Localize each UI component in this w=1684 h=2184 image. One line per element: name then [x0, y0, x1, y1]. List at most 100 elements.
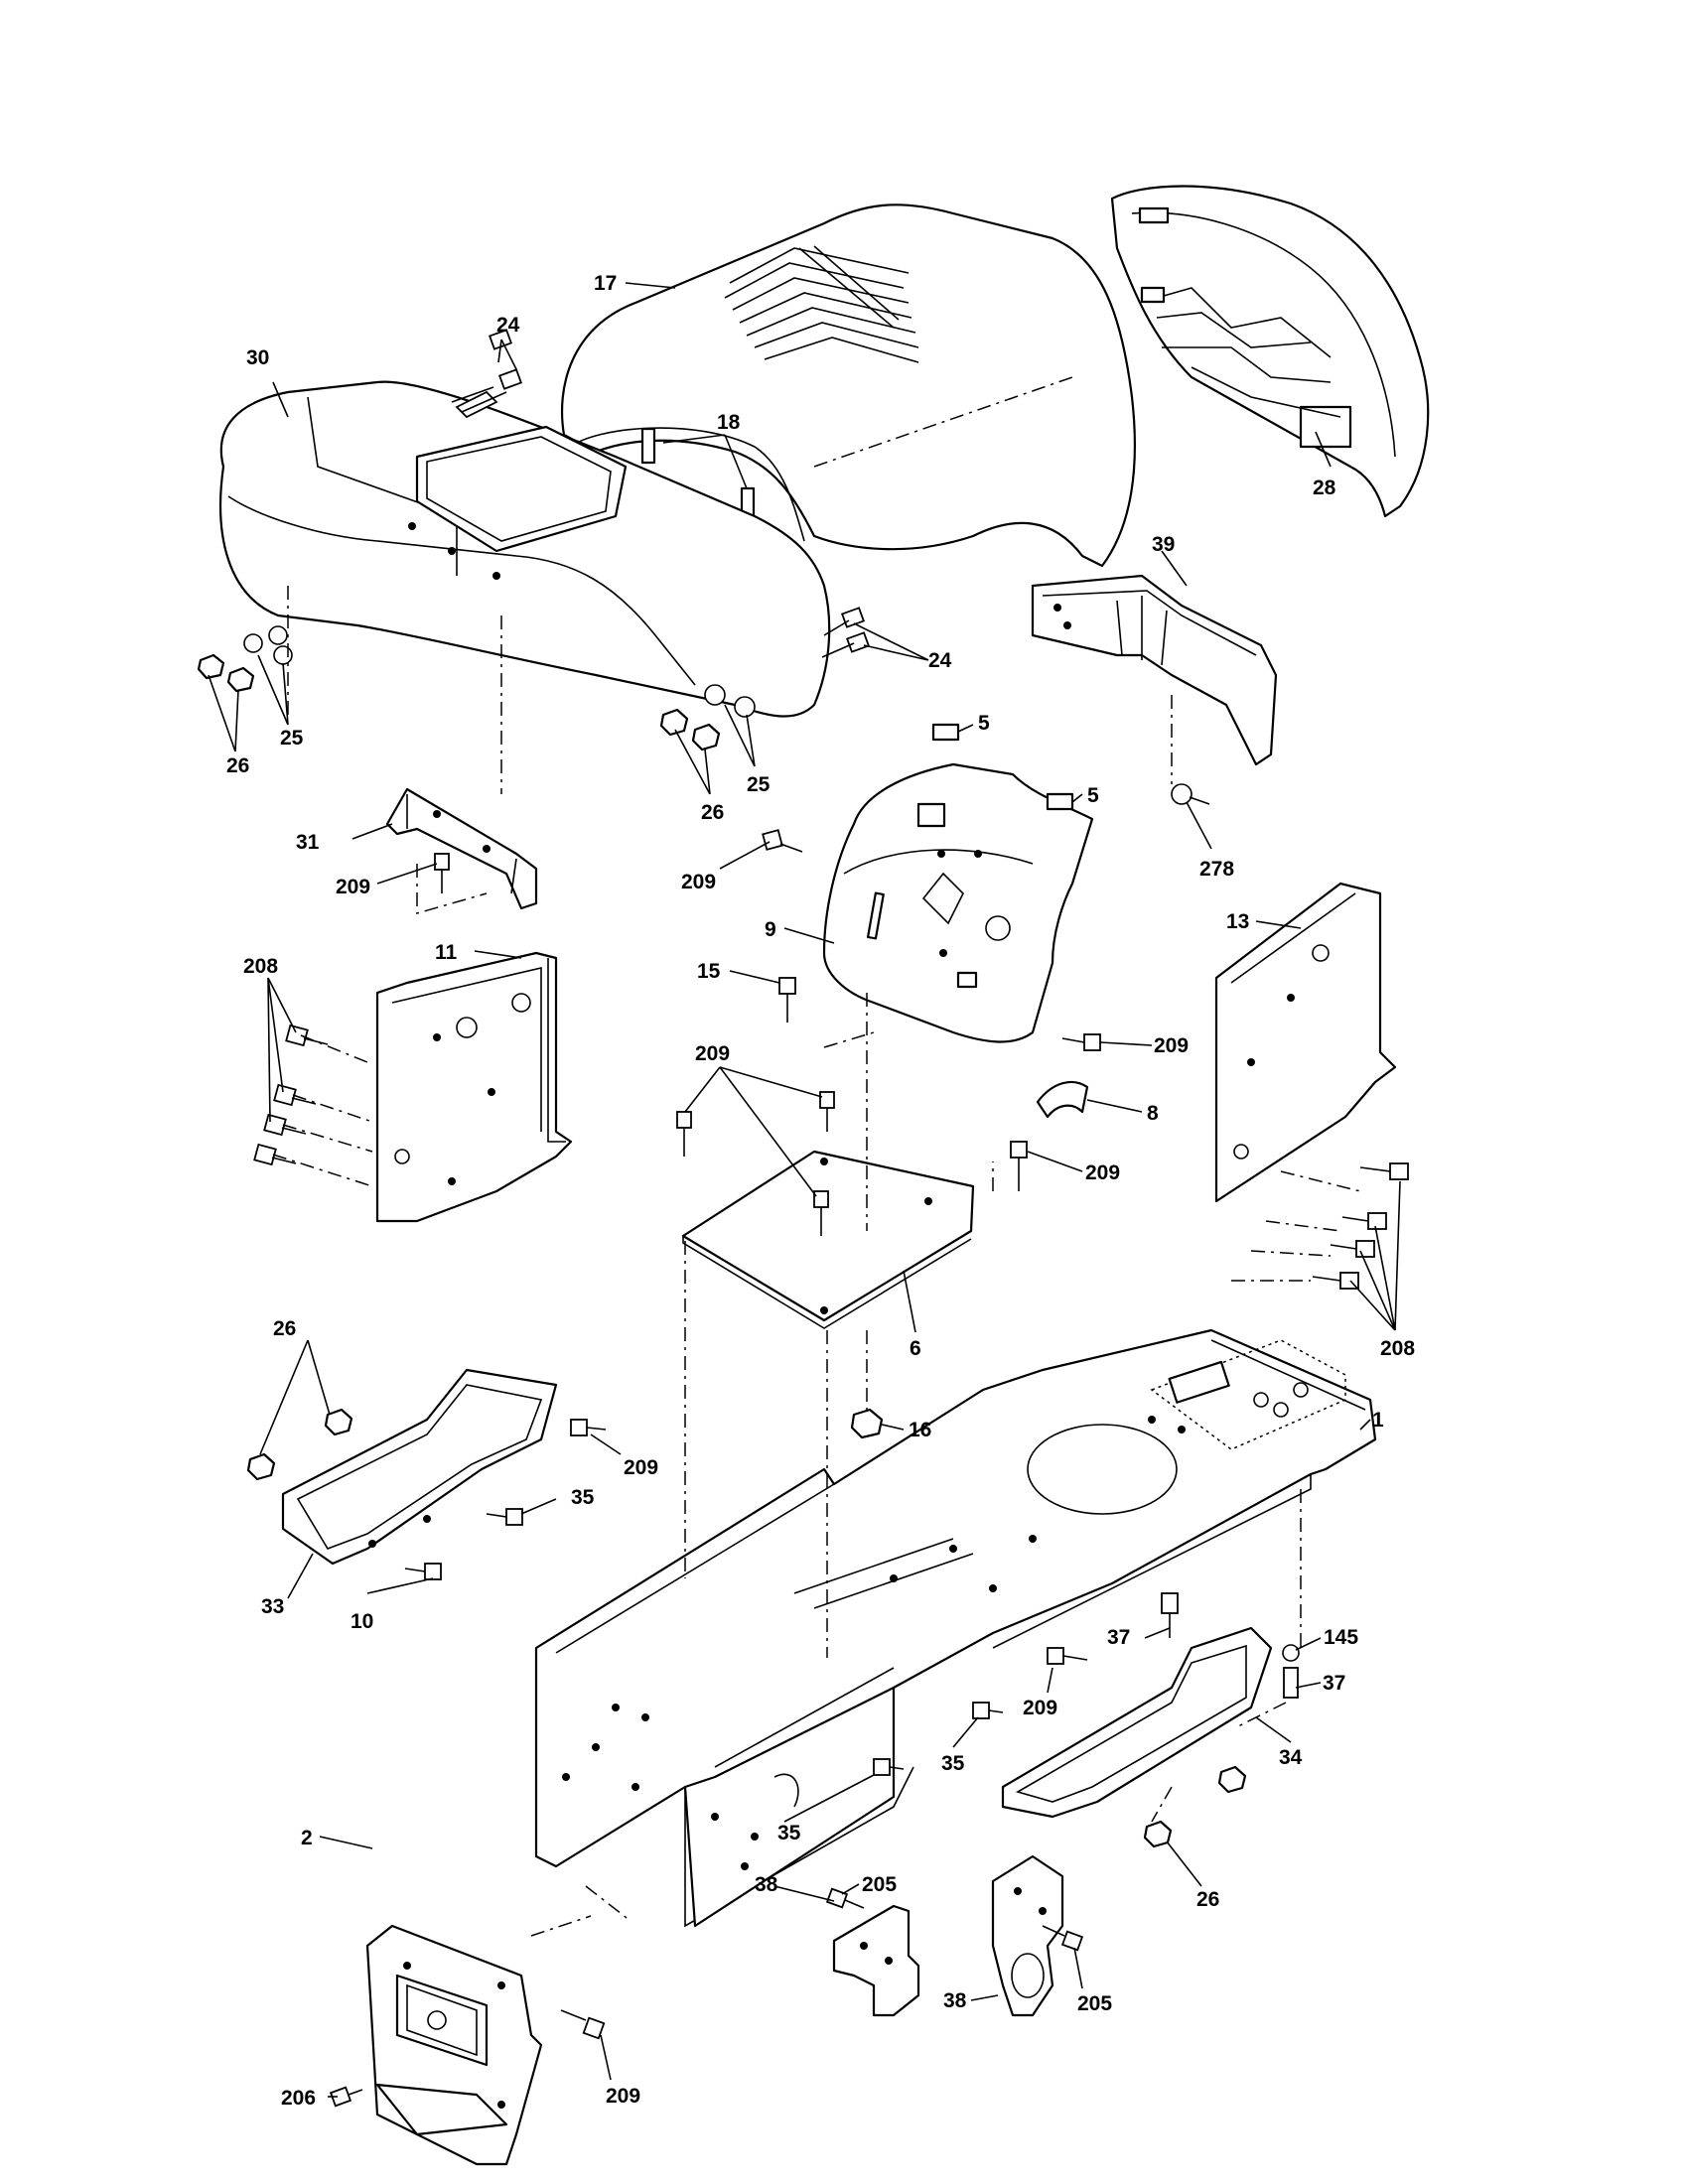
- bolt-part-35-c: [873, 1758, 905, 1776]
- bolt-part-209-b: [762, 829, 803, 853]
- callout-9: 9: [765, 918, 776, 941]
- bolt-part-209-a: [434, 853, 450, 893]
- bolt-part-209-f: [570, 1419, 607, 1436]
- callout-33: 33: [261, 1595, 284, 1618]
- callout-25-left: 25: [280, 727, 304, 750]
- bolt-part-208-left: [253, 1024, 329, 1166]
- callout-145: 145: [1324, 1626, 1358, 1649]
- callout-labels: 17 24 30 18 28 39 24 25 26 5 5 25 26 278…: [226, 272, 1415, 2110]
- callout-35-mid: 35: [941, 1752, 965, 1775]
- bolt-part-15: [778, 977, 796, 1023]
- callout-24-lower: 24: [928, 649, 952, 672]
- footrest-part-33: [281, 1368, 558, 1566]
- callout-15: 15: [697, 960, 721, 983]
- clip-part-8: [1036, 1080, 1089, 1119]
- callout-208-left: 208: [243, 955, 278, 978]
- callout-17: 17: [594, 272, 617, 295]
- callout-208-right: 208: [1380, 1337, 1415, 1360]
- front-bracket-part-2: [365, 1924, 543, 2166]
- frame-part-1: [534, 1328, 1377, 1928]
- callout-24-upper: 24: [496, 314, 520, 337]
- hood-part-17: [560, 204, 1136, 568]
- bolt-part-206: [329, 2086, 363, 2108]
- callout-28: 28: [1313, 477, 1336, 499]
- callout-209-by-2: 209: [606, 2085, 640, 2108]
- plate-part-6: [681, 1150, 975, 1329]
- callout-5-lower: 5: [1087, 784, 1099, 807]
- footrest-part-34: [1001, 1626, 1273, 1819]
- bracket-part-39: [1031, 574, 1278, 766]
- callout-2: 2: [301, 1827, 313, 1849]
- callout-209-right-of-9: 209: [1154, 1034, 1189, 1057]
- bolt-part-208-right: [1312, 1162, 1409, 1290]
- callout-11: 11: [435, 941, 458, 964]
- callout-26-by-33: 26: [273, 1317, 296, 1340]
- callout-26-left: 26: [226, 754, 249, 777]
- bolt-part-10: [404, 1563, 442, 1580]
- callout-209-by-31: 209: [336, 876, 370, 898]
- callout-209-by-9: 209: [681, 871, 716, 893]
- nut-part-16: [850, 1408, 884, 1439]
- callout-205-lower: 205: [1077, 1992, 1112, 2015]
- callout-6: 6: [910, 1337, 921, 1360]
- callout-38-right: 38: [943, 1989, 967, 2012]
- bolt-part-209-h: [560, 2009, 606, 2040]
- bolt-part-205-b: [1042, 1925, 1084, 1952]
- callout-209-by-33: 209: [624, 1456, 658, 1479]
- callout-26-right: 26: [701, 801, 724, 824]
- bolt-part-24-upper: [451, 329, 523, 419]
- washer-part-145: [1282, 1644, 1300, 1662]
- callout-39: 39: [1152, 533, 1175, 556]
- bolt-part-209-d: [1010, 1141, 1028, 1191]
- shield-part-9: [822, 762, 1094, 1043]
- callout-209-above-6: 209: [695, 1042, 730, 1065]
- support-bracket-part-31: [385, 787, 538, 910]
- bolt-part-37-b: [1283, 1667, 1299, 1699]
- callout-25-right: 25: [747, 773, 771, 796]
- callout-18: 18: [717, 411, 741, 434]
- callout-37-upper: 37: [1107, 1626, 1130, 1649]
- bolt-part-37-a: [1161, 1592, 1179, 1638]
- callout-1: 1: [1372, 1409, 1384, 1432]
- bolt-part-24-lower: [821, 607, 871, 658]
- callout-37-lower: 37: [1323, 1672, 1345, 1695]
- nut-part-26-left: [246, 1408, 353, 1481]
- callout-34: 34: [1279, 1746, 1303, 1769]
- washer-nut-parts-left: [197, 625, 293, 693]
- side-panel-part-11: [375, 951, 573, 1223]
- callout-16: 16: [909, 1419, 931, 1441]
- callout-26-by-34: 26: [1196, 1888, 1219, 1911]
- callout-209-by-8: 209: [1085, 1161, 1120, 1184]
- grille-part-28: [1110, 185, 1430, 518]
- axle-bracket-part-38-left: [832, 1904, 920, 2017]
- callout-13: 13: [1226, 910, 1249, 933]
- washer-nut-parts-right: [659, 684, 756, 751]
- nut-part-26-right: [1143, 1765, 1247, 1848]
- callout-35-by-33: 35: [571, 1486, 595, 1509]
- callout-10: 10: [351, 1610, 373, 1633]
- bolt-part-209-e: [676, 1091, 835, 1236]
- alignment-lines: [272, 586, 1361, 1937]
- callout-278: 278: [1199, 858, 1234, 881]
- bumper-part-18: [640, 427, 756, 522]
- bolt-part-209-c: [1061, 1033, 1101, 1051]
- bolt-part-209-g: [1047, 1647, 1088, 1665]
- callout-209-by-frame: 209: [1023, 1697, 1057, 1719]
- bolt-part-35-a: [486, 1508, 523, 1526]
- callout-38-left: 38: [755, 1873, 778, 1896]
- callout-205-upper: 205: [862, 1873, 897, 1896]
- callout-31: 31: [296, 831, 320, 854]
- grommet-part-5: [931, 723, 1074, 811]
- bolt-part-35-b: [972, 1702, 1004, 1719]
- axle-bracket-part-38-right: [991, 1854, 1064, 2017]
- dash-panel-part-30: [219, 380, 831, 718]
- callout-206: 206: [281, 2087, 316, 2110]
- side-panel-part-13: [1214, 882, 1397, 1203]
- leader-lines: [208, 282, 1401, 2098]
- screw-part-278: [1171, 783, 1210, 805]
- callout-8: 8: [1147, 1102, 1159, 1125]
- callout-30: 30: [246, 346, 269, 369]
- callout-35-lower: 35: [777, 1822, 801, 1844]
- callout-5-upper: 5: [978, 712, 990, 735]
